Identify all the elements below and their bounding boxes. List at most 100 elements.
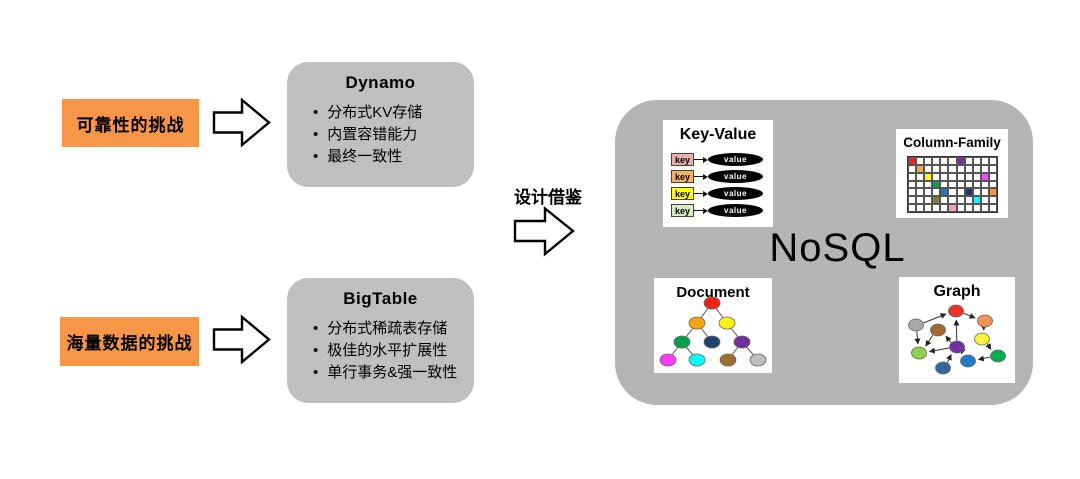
grid-cell (956, 196, 965, 205)
colored-cell (956, 157, 965, 165)
connector-line (694, 176, 703, 177)
grid-cell (908, 196, 917, 205)
arrowhead-icon (703, 173, 708, 180)
grid-cell (908, 164, 917, 173)
grid-cell (908, 180, 917, 189)
grid-cell (940, 204, 949, 212)
bullet-item: 内置容错能力 (313, 124, 474, 146)
grid-cell (980, 196, 989, 205)
grid-cell (988, 204, 997, 212)
dynamo-bullets: 分布式KV存储 内置容错能力 最终一致性 (313, 102, 474, 168)
grid-cell (932, 172, 941, 181)
grid-cell (924, 188, 933, 197)
orange-node (688, 316, 706, 330)
colored-cell (972, 196, 981, 205)
graph-edge (945, 335, 952, 343)
grid-cell (924, 157, 933, 165)
grid-cell (924, 204, 933, 212)
bullet-text: 分布式稀疏表存储 (327, 320, 448, 337)
bullet-item: 分布式稀疏表存储 (313, 318, 474, 340)
right-arrow-icon (513, 205, 575, 257)
grid-cell (972, 172, 981, 181)
challenge-box-reliability: 可靠性的挑战 (62, 99, 199, 147)
right-arrow-icon (212, 97, 271, 148)
graph-network-svg (908, 304, 1006, 375)
arrowhead-icon (703, 207, 708, 214)
grid-cell (916, 157, 925, 165)
grid-cell (972, 164, 981, 173)
grid-cell (948, 164, 957, 173)
grid-cell (956, 204, 965, 212)
grid-cell (932, 157, 941, 165)
value-ellipse: value (708, 153, 763, 166)
grid-cell (916, 196, 925, 205)
keyvalue-title: Key-Value (679, 126, 757, 143)
navy-node (703, 335, 721, 349)
green-node (990, 349, 1006, 363)
keyvalue-row: key value (671, 170, 767, 183)
grid-cell (908, 172, 917, 181)
colored-cell (964, 188, 973, 197)
bullet-item: 单行事务&强一致性 (313, 362, 474, 384)
graph-edge (925, 334, 934, 347)
grid-cell (980, 204, 989, 212)
value-ellipse: value (708, 170, 763, 183)
grid-cell (980, 164, 989, 173)
bullet-text: 分布式KV存储 (327, 104, 423, 121)
grid-cell (940, 180, 949, 189)
right-arrow-icon (212, 314, 271, 365)
grid-cell (932, 164, 941, 173)
grid-cell (948, 196, 957, 205)
yellow-node (718, 316, 736, 330)
gray-node (908, 318, 924, 332)
document-card: Document (654, 278, 772, 373)
bullet-text: 最终一致性 (327, 148, 403, 165)
transfer-label: 设计借鉴 (514, 188, 582, 207)
grid-cell (980, 180, 989, 189)
key-box: key (671, 204, 694, 217)
bullet-text: 内置容错能力 (327, 126, 418, 143)
purple-node (949, 340, 965, 354)
graph-edge (946, 354, 952, 363)
grid-cell (980, 188, 989, 197)
brown-node (930, 323, 946, 337)
grid-cell (988, 196, 997, 205)
grid-cell (948, 172, 957, 181)
grid-cell (916, 204, 925, 212)
bigtable-card: BigTable 分布式稀疏表存储 极佳的水平扩展性 单行事务&强一致性 (287, 278, 474, 403)
key-box: key (671, 170, 694, 183)
green-node (673, 335, 691, 349)
bullet-text: 单行事务&强一致性 (327, 364, 458, 381)
grid-cell (988, 172, 997, 181)
graph-edge (977, 355, 991, 362)
columnfamily-title: Column-Family (903, 135, 1001, 150)
red-node (948, 304, 964, 318)
grid-cell (948, 188, 957, 197)
bullet-item: 最终一致性 (313, 146, 474, 168)
bigtable-title: BigTable (343, 289, 418, 308)
grid-cell (956, 172, 965, 181)
grid-cell (972, 204, 981, 212)
columnfamily-grid (907, 156, 998, 213)
grid-cell (956, 188, 965, 197)
lightgreen-node (911, 346, 927, 360)
graph-edge (928, 347, 950, 354)
grid-cell (940, 172, 949, 181)
orange-node (977, 314, 993, 328)
colored-cell (932, 196, 941, 205)
nosql-title: NoSQL (769, 226, 906, 270)
grid-cell (924, 180, 933, 189)
purple-node (733, 335, 751, 349)
graph-card: Graph (899, 277, 1015, 383)
grid-cell (908, 204, 917, 212)
colored-cell (980, 172, 989, 181)
grid-cell (908, 188, 917, 197)
dynamo-card: Dynamo 分布式KV存储 内置容错能力 最终一致性 (287, 62, 474, 187)
grid-cell (964, 157, 973, 165)
grid-cell (964, 180, 973, 189)
grid-cell (940, 196, 949, 205)
grid-cell (948, 180, 957, 189)
value-ellipse: value (708, 204, 763, 217)
grid-cell (932, 204, 941, 212)
